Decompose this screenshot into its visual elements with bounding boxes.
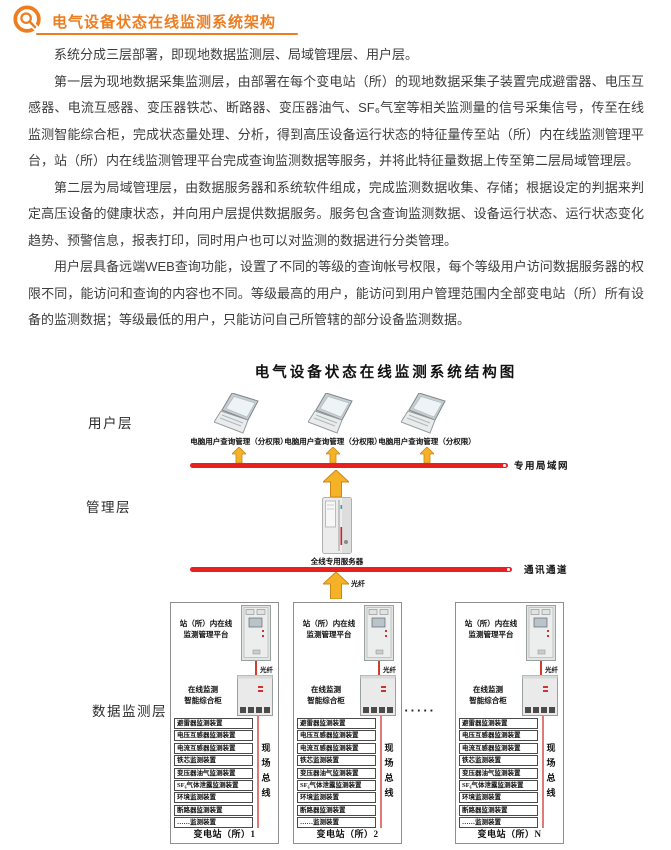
paragraph-4: 用户层具备远端WEB查询功能，设置了不同的等级的查询帐号权限，每个等级用户访问数… (28, 259, 644, 327)
device-row: 断路器监测装置 (459, 804, 538, 816)
device-row: 电压互感器监测装置 (174, 730, 253, 742)
title-underline (36, 33, 298, 35)
paragraph-2: 第一层为现地数据采集监测层，由部署在每个变电站（所）的现地数据采集子装置完成避雷… (28, 73, 644, 169)
platform-label: 站（所）内在线 监测管理平台 (464, 619, 518, 639)
lan-label: 专用局域网 (514, 462, 570, 472)
ellipsis-dots: ······ (398, 703, 436, 718)
substation-name: 变电站（所）1 (193, 829, 256, 839)
up-arrow-icon (326, 447, 340, 463)
platform-label: 站（所）内在线 监测管理平台 (179, 619, 233, 639)
smart-cabinet-icon (360, 675, 396, 716)
fieldbus-label: 现 场 总 线 (546, 743, 556, 798)
monitoring-platform-rack-icon (526, 605, 556, 661)
server-icon (322, 497, 352, 554)
device-list: 避雷器监测装置电压互感器监测装置电流互感器监测装置铁芯监测装置变压器油气监测装置… (174, 718, 253, 830)
body-text: 系统分成三层部署，即现地数据监测层、局域管理层、用户层。 第一层为现地数据采集监… (28, 42, 644, 334)
fiber-link-line (378, 661, 380, 675)
server-label: 全线专用服务器 (310, 557, 364, 566)
substation-name: 变电站（所）N (477, 829, 542, 839)
laptop-label: 电脑用户查询管理（分权限） (190, 437, 288, 446)
fiber-label: 光纤 (351, 580, 365, 588)
smart-cabinet-icon (237, 675, 273, 716)
substation-box-2: 站（所）内在线 监测管理平台 光纤 在线监测 智能综合柜 避雷器监测装置电压互感… (293, 602, 402, 844)
cabinet-label: 在线监测 智能综合柜 (184, 685, 222, 705)
fieldbus-label: 现 场 总 线 (261, 743, 271, 798)
channel-label: 通讯通道 (524, 566, 569, 576)
device-row: 断路器监测装置 (174, 804, 253, 816)
fiber-label: 光纤 (260, 667, 273, 674)
device-row: SF₆气体泄露监测装置 (297, 779, 376, 791)
monitoring-platform-rack-icon (241, 605, 271, 661)
up-arrow-icon (323, 572, 349, 599)
device-row: 电流互感器监测装置 (459, 742, 538, 754)
device-row: SF₆气体泄露监测装置 (459, 779, 538, 791)
up-arrow-icon (323, 470, 349, 497)
page-title: 电气设备状态在线监测系统架构 (52, 14, 277, 31)
smart-cabinet-icon (522, 675, 558, 716)
paragraph-3: 第二层为局域管理层，由数据服务器和系统软件组成，完成监测数据收集、存储；根据设定… (28, 179, 644, 248)
fieldbus-line (380, 716, 382, 828)
fiber-link-line (540, 661, 542, 675)
device-row: 电压互感器监测装置 (459, 730, 538, 742)
device-row: 环境监测装置 (459, 792, 538, 804)
fieldbus-line (542, 716, 544, 828)
device-row: 铁芯监测装置 (297, 755, 376, 767)
fiber-link-line (255, 661, 257, 675)
device-row: 环境监测装置 (174, 792, 253, 804)
monitoring-platform-rack-icon (364, 605, 394, 661)
fieldbus-line (257, 716, 259, 828)
device-list: 避雷器监测装置电压互感器监测装置电流互感器监测装置铁芯监测装置变压器油气监测装置… (459, 718, 538, 830)
device-row: 变压器油气监测装置 (297, 767, 376, 779)
substation-name: 变电站（所）2 (316, 829, 379, 839)
device-row: SF₆气体泄露监测装置 (174, 779, 253, 791)
device-row: ……监测装置 (174, 817, 253, 829)
diagram-title: 电气设备状态在线监测系统结构图 (254, 365, 518, 381)
layer-label-data: 数据监测层 (92, 704, 167, 719)
fieldbus-label: 现 场 总 线 (384, 743, 394, 798)
device-row: 电流互感器监测装置 (297, 742, 376, 754)
substation-box-1: 站（所）内在线 监测管理平台 光纤 在线监测 智能综合柜 避雷器监测装置电压互感… (170, 602, 279, 844)
channel-bus-line (190, 567, 512, 572)
lan-bus-line (190, 463, 508, 468)
up-arrow-icon (232, 447, 246, 463)
layer-label-management: 管理层 (86, 500, 131, 515)
up-arrow-icon (420, 447, 434, 463)
magnifier-badge-icon (13, 5, 43, 35)
layer-label-user: 用户层 (88, 416, 133, 431)
device-row: 断路器监测装置 (297, 804, 376, 816)
laptop-icon (401, 393, 446, 434)
device-row: 环境监测装置 (297, 792, 376, 804)
cabinet-label: 在线监测 智能综合柜 (469, 685, 507, 705)
device-row: 避雷器监测装置 (459, 718, 538, 729)
device-row: 电压互感器监测装置 (297, 730, 376, 742)
laptop-label: 电脑用户查询管理（分权限） (378, 437, 476, 446)
cabinet-label: 在线监测 智能综合柜 (307, 685, 345, 705)
platform-label: 站（所）内在线 监测管理平台 (302, 619, 356, 639)
fiber-label: 光纤 (383, 667, 396, 674)
device-row: 变压器油气监测装置 (459, 767, 538, 779)
device-row: 避雷器监测装置 (174, 718, 253, 729)
laptop-icon (214, 393, 259, 434)
device-row: 变压器油气监测装置 (174, 767, 253, 779)
device-row: 铁芯监测装置 (459, 755, 538, 767)
device-list: 避雷器监测装置电压互感器监测装置电流互感器监测装置铁芯监测装置变压器油气监测装置… (297, 718, 376, 830)
device-row: ……监测装置 (459, 817, 538, 829)
laptop-icon (308, 393, 353, 434)
device-row: 避雷器监测装置 (297, 718, 376, 729)
paragraph-1: 系统分成三层部署，即现地数据监测层、局域管理层、用户层。 (54, 47, 419, 62)
fiber-label: 光纤 (545, 667, 558, 674)
device-row: ……监测装置 (297, 817, 376, 829)
device-row: 铁芯监测装置 (174, 755, 253, 767)
device-row: 电流互感器监测装置 (174, 742, 253, 754)
substation-box-n: 站（所）内在线 监测管理平台 光纤 在线监测 智能综合柜 避雷器监测装置电压互感… (455, 602, 564, 844)
laptop-label: 电脑用户查询管理（分权限） (284, 437, 382, 446)
